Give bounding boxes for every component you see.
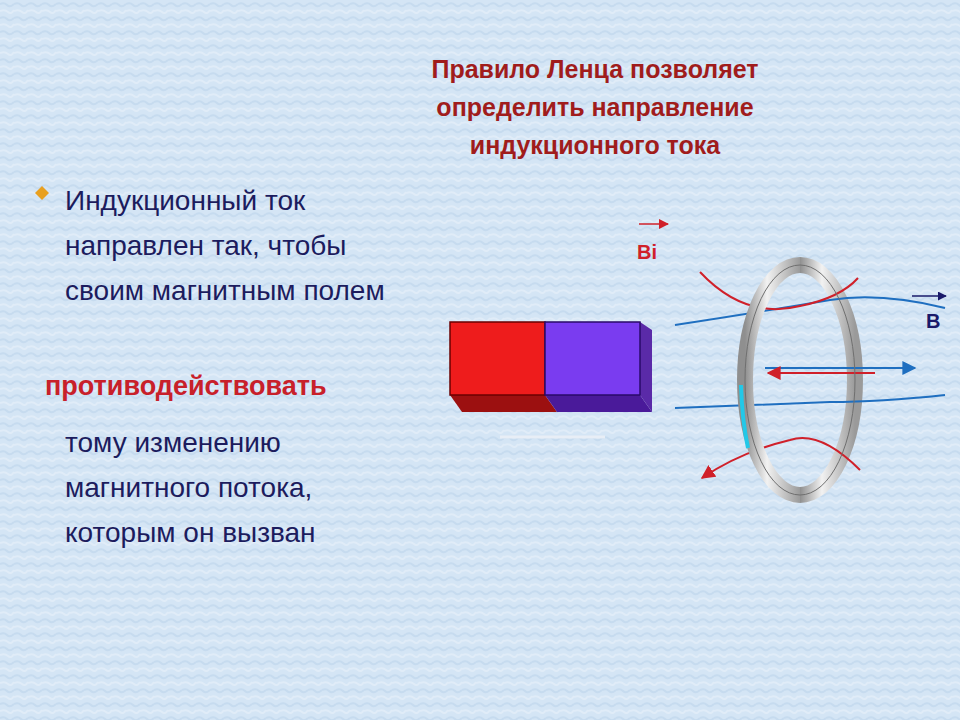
field-lines	[675, 297, 945, 408]
title: Правило Ленца позволяет определить напра…	[370, 50, 820, 164]
emphasis-text: противодействовать	[45, 364, 445, 409]
induced-field-label: Bi	[637, 230, 697, 275]
magnet	[450, 322, 652, 412]
rule-text: тому изменению магнитного потока, которы…	[65, 420, 405, 555]
induced-field-lines	[700, 272, 875, 478]
ring-front	[745, 265, 800, 495]
vector-bar	[639, 223, 668, 225]
induced-current	[741, 385, 748, 448]
field-label: B	[926, 299, 956, 344]
rule-text: Индукционный ток направлен так, чтобы св…	[65, 178, 405, 313]
motion-trace	[500, 436, 605, 439]
bullet	[35, 186, 49, 200]
vector-bar	[912, 295, 946, 297]
ring-edge	[745, 265, 855, 495]
